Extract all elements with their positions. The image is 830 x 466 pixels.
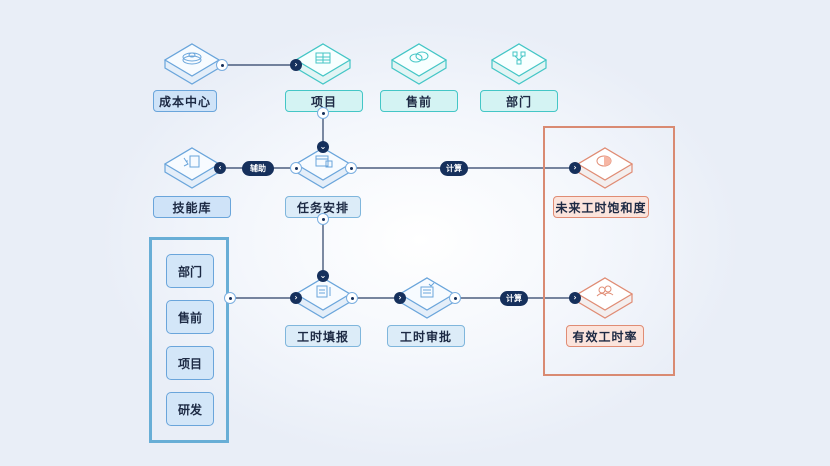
edge-label-compute-2: 计算 bbox=[500, 291, 528, 306]
task-left-port[interactable] bbox=[290, 162, 302, 174]
timesheet-top-port[interactable]: ⌄ bbox=[317, 270, 329, 282]
skill-library-in-port[interactable]: ‹ bbox=[214, 162, 226, 174]
skill-library-label: 技能库 bbox=[153, 196, 231, 218]
effective-rate-node[interactable] bbox=[575, 274, 635, 322]
calendar-doc-icon bbox=[315, 155, 333, 168]
users-icon bbox=[596, 285, 614, 297]
pie-chart-icon bbox=[596, 155, 612, 167]
group-item-project[interactable]: 项目 bbox=[166, 346, 214, 380]
cost-center-out-port[interactable] bbox=[216, 59, 228, 71]
table-icon bbox=[315, 52, 331, 64]
saturation-in-port[interactable]: › bbox=[569, 162, 581, 174]
tree-doc-icon bbox=[183, 155, 200, 168]
chat-bubbles-icon bbox=[409, 51, 429, 63]
project-in-port[interactable]: › bbox=[290, 59, 302, 71]
rate-in-port[interactable]: › bbox=[569, 292, 581, 304]
group-item-rnd[interactable]: 研发 bbox=[166, 392, 214, 426]
timesheet-out-port[interactable] bbox=[346, 292, 358, 304]
timesheet-fill-label: 工时填报 bbox=[285, 325, 361, 347]
org-chart-icon bbox=[512, 51, 526, 65]
metrics-group bbox=[543, 126, 675, 376]
department-label: 部门 bbox=[480, 90, 558, 112]
skill-library-node[interactable] bbox=[162, 144, 222, 192]
doc-pen-icon bbox=[316, 285, 331, 298]
task-right-port[interactable] bbox=[345, 162, 357, 174]
timesheet-in-port[interactable]: › bbox=[290, 292, 302, 304]
edge-label-compute-1: 计算 bbox=[440, 161, 468, 176]
timesheet-approval-node[interactable] bbox=[397, 274, 457, 322]
group-item-department[interactable]: 部门 bbox=[166, 254, 214, 288]
future-saturation-node[interactable] bbox=[575, 144, 635, 192]
cost-center-label: 成本中心 bbox=[153, 90, 217, 112]
timesheet-approval-label: 工时审批 bbox=[387, 325, 465, 347]
group-out-port[interactable] bbox=[224, 292, 236, 304]
approval-out-port[interactable] bbox=[449, 292, 461, 304]
group-item-presale[interactable]: 售前 bbox=[166, 300, 214, 334]
task-in-port[interactable]: ⌄ bbox=[317, 141, 329, 153]
edge-label-assist: 辅助 bbox=[242, 161, 274, 176]
task-arrangement-node[interactable] bbox=[293, 144, 353, 192]
task-bottom-port[interactable] bbox=[317, 213, 329, 225]
effective-rate-label: 有效工时率 bbox=[566, 325, 644, 347]
cost-center-node[interactable] bbox=[162, 40, 222, 88]
presale-label: 售前 bbox=[380, 90, 458, 112]
department-node[interactable] bbox=[489, 40, 549, 88]
project-node[interactable] bbox=[293, 40, 353, 88]
presale-node[interactable] bbox=[389, 40, 449, 88]
checklist-icon bbox=[420, 282, 435, 298]
future-saturation-label: 未来工时饱和度 bbox=[553, 196, 649, 218]
coins-icon bbox=[182, 52, 202, 65]
dimension-group: 部门 售前 项目 研发 bbox=[149, 237, 229, 443]
timesheet-fill-node[interactable] bbox=[293, 274, 353, 322]
approval-in-port[interactable]: › bbox=[394, 292, 406, 304]
project-out-port[interactable] bbox=[317, 107, 329, 119]
